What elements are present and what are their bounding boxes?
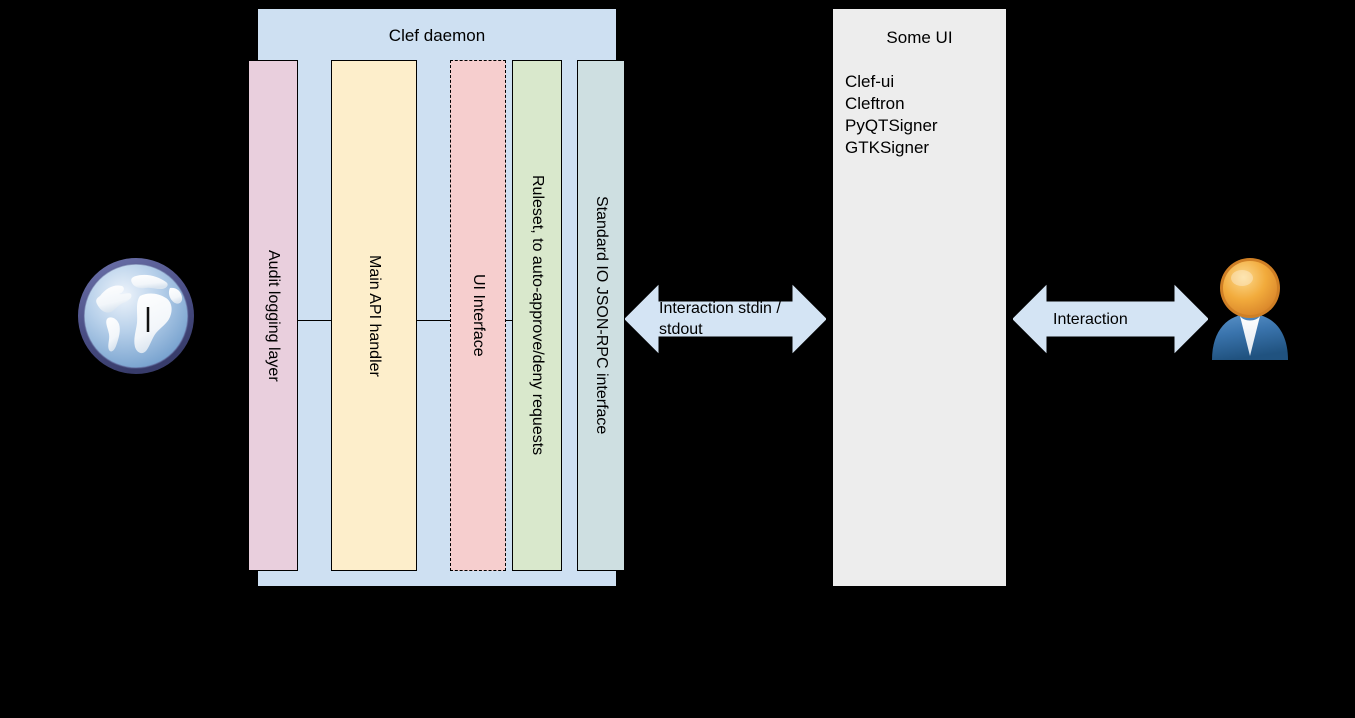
box-ui-interface[interactable]: UI Interface — [450, 60, 506, 571]
list-item: PyQTSigner — [845, 116, 938, 135]
box-main-api-handler[interactable]: Main API handler — [331, 60, 417, 571]
clef-daemon-title: Clef daemon — [388, 26, 486, 45]
user-icon — [1202, 252, 1298, 362]
arrow-interaction-stdio: Interaction stdin / stdout — [625, 278, 826, 360]
some-ui-list: Clef-ui Cleftron PyQTSigner GTKSigner — [845, 71, 938, 159]
arrow-interaction-user: Interaction — [1013, 278, 1208, 360]
box-audit-logging-layer[interactable]: Audit logging layer — [248, 60, 298, 571]
box-main-api-handler-label: Main API handler — [366, 254, 383, 377]
connector-line-audit-api — [297, 320, 332, 321]
list-item: Cleftron — [845, 94, 905, 113]
box-audit-logging-layer-label: Audit logging layer — [265, 249, 282, 382]
list-item: GTKSigner — [845, 138, 930, 157]
list-item: Clef-ui — [845, 72, 895, 91]
some-ui-panel: Some UI Clef-ui Cleftron PyQTSigner GTKS… — [832, 8, 1007, 587]
box-ui-interface-label: UI Interface — [470, 274, 487, 357]
globe-icon — [74, 254, 198, 378]
some-ui-title: Some UI — [886, 28, 953, 47]
connector-line-api-uiinterface — [416, 320, 451, 321]
clef-daemon-container: Clef daemon — [257, 8, 617, 587]
box-standard-io-jsonrpc-interface-label: Standard IO JSON-RPC interface — [593, 196, 610, 435]
connector-line-uiinterface-ruleset — [505, 320, 513, 321]
box-ruleset-label: Ruleset, to auto-approve/deny requests — [529, 175, 546, 456]
box-ruleset[interactable]: Ruleset, to auto-approve/deny requests — [512, 60, 562, 571]
box-standard-io-jsonrpc-interface[interactable]: Standard IO JSON-RPC interface — [577, 60, 625, 571]
